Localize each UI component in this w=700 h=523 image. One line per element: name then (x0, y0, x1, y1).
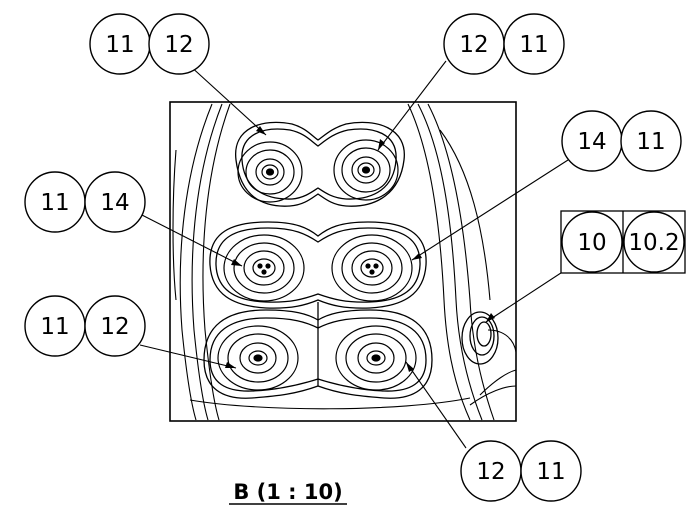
leader-lines (139, 60, 569, 449)
balloon-circle (148, 13, 210, 75)
balloon-circle (623, 211, 685, 273)
tag-label: 10.2 (628, 230, 679, 256)
balloon-mid-right: 14 11 (561, 110, 682, 172)
detail-frame (169, 101, 517, 422)
button-lower-left (217, 325, 299, 391)
balloon-circle (520, 440, 582, 502)
balloon-top-left: 11 12 (89, 13, 210, 75)
balloon-label: 11 (636, 129, 665, 155)
balloon-label: 12 (459, 32, 488, 58)
balloon-label: 11 (40, 314, 69, 340)
button-top-left (237, 141, 303, 203)
middle-button-housing (209, 221, 427, 309)
balloon-label: 11 (519, 32, 548, 58)
side-knob (461, 311, 499, 365)
balloon-label: 12 (164, 32, 193, 58)
balloon-circle (84, 171, 146, 233)
tag-box: 10 10.2 (560, 210, 686, 274)
balloon-circle (84, 295, 146, 357)
balloon-lower-left: 11 12 (24, 295, 146, 357)
button-top-right (333, 139, 399, 201)
tag-label: 10 (577, 230, 606, 256)
balloon-label: 12 (476, 459, 505, 485)
balloon-top-right: 12 11 (443, 13, 565, 75)
balloon-circle (561, 211, 623, 273)
button-middle-left (223, 234, 305, 302)
balloon-label: 11 (105, 32, 134, 58)
panel-background-lines (172, 103, 517, 421)
button-middle-right (331, 234, 413, 302)
balloon-label: 12 (100, 314, 129, 340)
balloon-mid-left: 11 14 (24, 171, 146, 233)
leader-arrowheads (225, 126, 495, 372)
balloon-circle (503, 13, 565, 75)
balloon-label: 11 (40, 190, 69, 216)
balloon-bottom-right: 12 11 (460, 440, 582, 502)
balloon-label: 11 (536, 459, 565, 485)
lower-button-housing (203, 302, 433, 399)
balloon-circle (620, 110, 682, 172)
button-lower-right (335, 325, 417, 391)
view-caption: B (1 : 10) (233, 480, 342, 504)
balloon-label: 14 (100, 190, 129, 216)
balloon-label: 14 (577, 129, 606, 155)
